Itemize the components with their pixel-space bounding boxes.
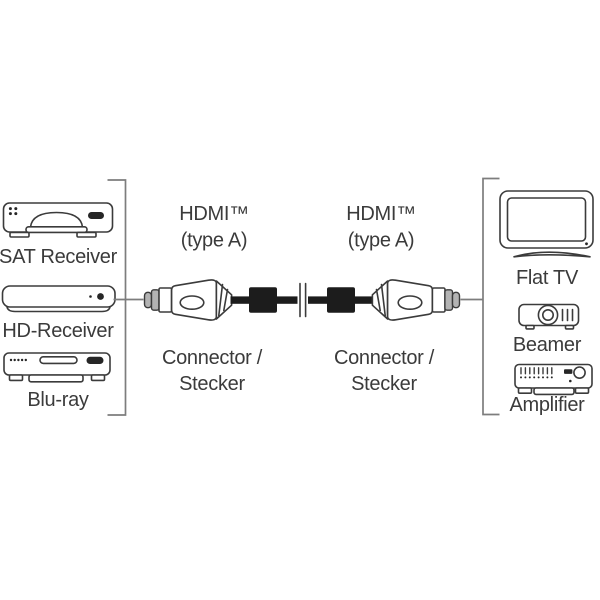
label-hdmi-type-left-line2: (type A) <box>181 230 248 252</box>
hdmi-plug-right-icon <box>371 279 461 321</box>
cable-segment <box>308 296 328 304</box>
label-blu-ray: Blu-ray <box>27 389 89 411</box>
hd-receiver-icon <box>1 285 116 313</box>
hdmi-plug-left-icon <box>143 279 233 321</box>
label-beamer: Beamer <box>513 334 582 356</box>
amplifier-icon <box>514 363 593 396</box>
label-hdmi-type-right-line1: HDMI™ <box>346 203 416 225</box>
flat-tv-icon <box>499 190 594 258</box>
hdmi-cable-icon <box>143 279 461 321</box>
label-connector-right-line1: Connector / <box>334 347 435 369</box>
cable-segment <box>230 296 250 304</box>
ferrite-bead-icon <box>327 287 355 313</box>
bracket-left <box>107 179 144 416</box>
beamer-icon <box>518 303 580 330</box>
label-connector-left-line1: Connector / <box>162 347 263 369</box>
label-connector-left-line2: Stecker <box>179 373 245 395</box>
bracket-right <box>460 177 500 416</box>
label-hdmi-type-right-line2: (type A) <box>348 230 415 252</box>
label-hd-receiver: HD-Receiver <box>2 320 114 342</box>
label-connector-right-line2: Stecker <box>351 373 417 395</box>
ferrite-bead-icon <box>249 287 277 313</box>
cable-segment <box>354 296 373 304</box>
cable-break-icon <box>299 282 307 318</box>
blu-ray-icon <box>3 352 111 383</box>
sat-receiver-icon <box>2 202 114 238</box>
label-sat-receiver: SAT Receiver <box>0 246 118 268</box>
label-hdmi-type-left-line1: HDMI™ <box>179 203 249 225</box>
label-amplifier: Amplifier <box>509 394 585 416</box>
label-flat-tv: Flat TV <box>516 267 579 289</box>
cable-segment <box>276 296 298 304</box>
